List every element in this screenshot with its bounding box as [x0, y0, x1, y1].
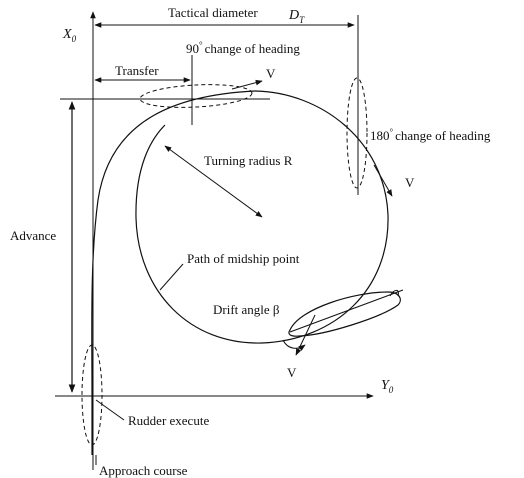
- y-axis-label: Y0: [381, 378, 394, 395]
- ship-centerline: [289, 289, 404, 333]
- velocity-label-bottom: V: [287, 365, 297, 380]
- heading-180-label: 180°change of heading: [370, 127, 491, 143]
- ship-outline-180-heading: [346, 77, 368, 189]
- advance-label: Advance: [10, 228, 56, 243]
- heading-90-label: 90°change of heading: [186, 40, 300, 56]
- approach-course-label: Approach course: [99, 463, 188, 478]
- path-midship-leader: [159, 263, 184, 291]
- ship-outline-approach: [81, 344, 103, 446]
- velocity-arrow-top: [231, 79, 263, 90]
- transfer-label: Transfer: [115, 63, 159, 78]
- turning-radius-label: Turning radius R: [204, 153, 293, 168]
- drift-angle-arc: [282, 339, 306, 351]
- x-axis-label: X0: [62, 27, 77, 44]
- tactical-diameter-symbol: DT: [288, 8, 305, 25]
- velocity-arrow-right: [373, 164, 393, 197]
- rudder-execute-label: Rudder execute: [128, 413, 209, 428]
- turning-circle-path: [135, 90, 389, 344]
- drift-angle-label: Drift angle β: [213, 302, 280, 317]
- ship-hull-drift: [288, 291, 401, 337]
- path-midship-label: Path of midship point: [187, 251, 300, 266]
- rudder-execute-leader: [95, 399, 125, 421]
- tactical-diameter-label: Tactical diameter: [168, 5, 258, 20]
- velocity-label-top: V: [266, 66, 276, 81]
- ship-outline-90-heading: [139, 84, 253, 108]
- turning-radius-arrow: [164, 145, 263, 218]
- approach-course-path: [91, 90, 256, 455]
- velocity-label-right: V: [405, 175, 415, 190]
